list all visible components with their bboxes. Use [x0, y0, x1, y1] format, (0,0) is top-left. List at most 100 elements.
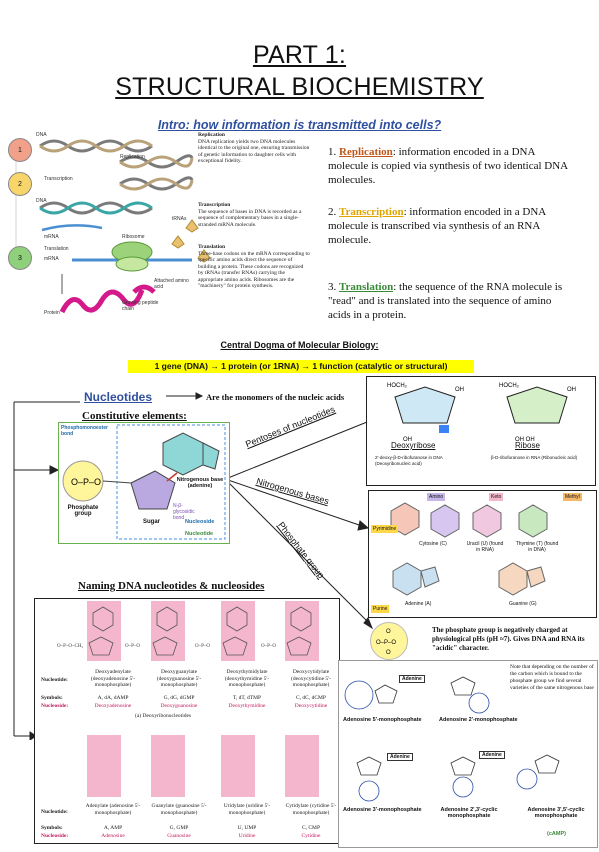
step-replication: 1. Replication: information encoded in a… — [328, 145, 568, 187]
label-transcription: Transcription — [44, 176, 73, 182]
intro-heading: Intro: how information is transmitted in… — [157, 118, 442, 132]
label-cytosine: Cytosine (C) — [419, 541, 447, 547]
svg-text:OH: OH — [455, 387, 464, 393]
row1-label-symbols: Symbols: — [41, 695, 63, 701]
row2-nucleoside: Adenosine — [101, 833, 125, 839]
label-mrna: mRNA — [44, 234, 59, 240]
note-deoxyribose: 2'-deoxy-β-D-ribofuranose in DNA (Deoxyr… — [375, 455, 443, 466]
label-mrna-2: mRNA — [44, 256, 59, 262]
dogma-banner: 1 gene (DNA) → 1 protein (or 1RNA) → 1 f… — [128, 360, 474, 373]
tag-adenine-1: Adenine — [399, 675, 425, 683]
step-number: 2. — [328, 206, 337, 218]
row2-name: Adenylate (adenosine 5'-monophosphate) — [85, 803, 141, 816]
row1-label-nucleoside: Nucleoside: — [41, 703, 69, 709]
phosphate-text: The phosphate group is negatively charge… — [432, 626, 585, 652]
row2-symbol: A, AMP — [103, 825, 123, 831]
step-number: 3. — [328, 281, 337, 293]
pentoses-box: HOCH₂ HOCH₂ OH OH OH OH OH Deoxyribose R… — [366, 376, 596, 486]
label-nitrogenous-base: Nitrogenous base (adenine) — [176, 477, 224, 489]
note-replication: Replication DNA replication yields two D… — [198, 132, 310, 165]
label-glycosidic-bond: N-β-glycosidic bond — [173, 503, 195, 521]
label-sugar: Sugar — [143, 519, 161, 525]
adenosine-phosphate-variants — [344, 676, 560, 802]
step-keyword: Translation — [339, 281, 394, 293]
step-translation: 3. Translation: the sequence of the RNA … — [328, 280, 568, 322]
tag-pyrimidine: Pyrimidine — [371, 525, 399, 533]
row1-nucleoside: Deoxythymidine — [228, 703, 266, 709]
row1-name: Deoxyadenylate (deoxyadenosine 5'-monoph… — [90, 669, 136, 688]
svg-text:O–P–O: O–P–O — [261, 644, 276, 649]
row2-base-highlight — [87, 735, 121, 797]
pentose-rings: HOCH₂ HOCH₂ OH OH OH OH OH — [387, 383, 576, 443]
label-phosphate-group: Phosphate group — [67, 505, 99, 517]
row2-base-highlight — [151, 735, 185, 797]
page-title-line2: STRUCTURAL BIOCHEMISTRY — [115, 73, 484, 101]
phosphate-structure-icon: O O–P–O O — [376, 629, 396, 656]
label-camp: (cAMP) — [547, 831, 566, 837]
row1-name: Deoxycytidylate (deoxycytidine 5'-monoph… — [291, 669, 331, 688]
svg-text:O–P–O: O–P–O — [376, 640, 396, 646]
tag-adenine-3: Adenine — [479, 751, 505, 759]
svg-text:HOCH₂: HOCH₂ — [499, 383, 520, 389]
step-text: : the sequence of the RNA molecule is "r… — [328, 281, 563, 321]
bases-box: Amino Keto Methyl Pyrimidine Purine Cyto… — [368, 490, 597, 618]
naming-title: Naming DNA nucleotides & nucleosides — [78, 580, 265, 592]
label-dna-1: DNA — [36, 132, 47, 138]
label-replication: Replication — [120, 154, 145, 160]
row1-base-highlight — [151, 601, 185, 661]
note-translation-head: Translation — [198, 244, 226, 250]
row2-nucleoside: Guanosine — [167, 833, 191, 839]
svg-text:OH: OH — [403, 437, 412, 443]
label-amp2: Adenosine 2'-monophosphate — [439, 717, 518, 723]
note-transcription-head: Transcription — [198, 202, 231, 208]
label-growing-peptide: Growing peptide chain — [122, 300, 159, 312]
nucleotides-desc: Are the monomers of the nucleic acids — [206, 392, 345, 402]
row2-name: Guanylate (guanosine 5'-monophosphate) — [151, 803, 207, 816]
phosphate-variants-box: Adenine Adenosine 5'-monophosphate Adeno… — [338, 660, 598, 848]
tag-purine: Purine — [371, 605, 390, 613]
label-ribose: Ribose — [515, 441, 540, 450]
row1-base-highlight — [221, 601, 255, 661]
row1-symbol: G, dG, dGMP — [163, 695, 195, 701]
svg-text:O: O — [386, 650, 391, 656]
step-text: : information encoded in a DNA molecule … — [328, 146, 568, 186]
row1-base-highlight — [87, 601, 121, 661]
dna-flow-figure: 1 2 3 DNA Replication Transcription DNA … — [2, 132, 322, 332]
step-keyword: Replication — [339, 146, 393, 158]
svg-text:OH OH: OH OH — [515, 437, 535, 443]
label-ribosome: Ribosome — [122, 234, 145, 240]
row1-label-nucleotide: Nucleotide: — [41, 677, 68, 683]
label-phosphoester-bond: Phosphomonoester bond — [61, 425, 108, 437]
row2-label-nucleotide: Nucleotide: — [41, 809, 68, 815]
row2-symbol: C, CMP — [301, 825, 321, 831]
tag-amino: Amino — [427, 493, 446, 501]
svg-text:O: O — [386, 629, 391, 635]
row1-nucleoside: Deoxyadenosine — [94, 703, 132, 709]
row1-symbol: C, dC, dCMP — [296, 695, 326, 701]
row2-nucleoside: Cytidine — [301, 833, 321, 839]
nucleotide-structure-box: O–P–O Phosphomonoester bond Phosphate gr… — [58, 422, 230, 544]
note-ribose: β-D-ribofuranose in RNA (Ribonucleic aci… — [491, 455, 578, 460]
label-translation: Translation — [44, 246, 69, 252]
constitutive-heading: Constitutive elements: — [82, 410, 187, 422]
note-transcription: Transcription The sequence of bases in D… — [198, 202, 310, 228]
label-amp3: Adenosine 3'-monophosphate — [343, 807, 422, 813]
label-cyclic23: Adenosine 2',3'-cyclic monophosphate — [440, 807, 498, 819]
label-guanine: Guanine (G) — [509, 601, 537, 607]
label-deoxyribose: Deoxyribose — [391, 441, 436, 450]
note-transcription-body: The sequence of bases in DNA is recorded… — [198, 208, 302, 228]
label-thymine: Thymine (T) (found in DNA) — [515, 541, 559, 553]
row1-caption: (a) Deoxyribonucleotides — [135, 713, 192, 719]
row2-base-highlight — [221, 735, 255, 797]
label-amp5: Adenosine 5'-monophosphate — [343, 717, 422, 723]
step-transcription: 2. Transcription: information encoded in… — [328, 205, 568, 247]
label-cyclic35: Adenosine 3',5'-cyclic monophosphate — [527, 807, 585, 819]
note-translation-body: Three-base codons on the mRNA correspond… — [198, 250, 310, 290]
row2-name: Uridylate (uridine 5'-monophosphate) — [223, 803, 271, 816]
label-trnas: tRNAs — [172, 216, 187, 222]
naming-box: O–P–O–CH₂ O–P–O O–P–O O–P–O Nucleotide: … — [34, 598, 340, 844]
step-number: 1. — [328, 146, 337, 158]
tag-adenine-2: Adenine — [387, 753, 413, 761]
row1-name: Deoxythymidylate (deoxythymidine 5'-mono… — [224, 669, 270, 688]
row1-nucleoside: Deoxycytidine — [294, 703, 328, 709]
